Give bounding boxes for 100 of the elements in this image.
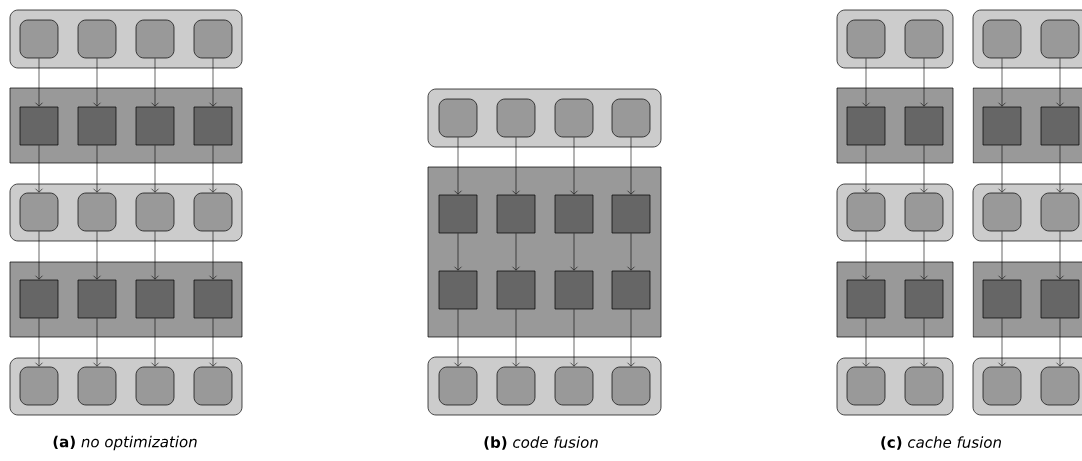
arrow (454, 137, 462, 195)
rounded-box (193, 192, 233, 232)
rounded-box (554, 366, 594, 406)
rounded-box (77, 366, 117, 406)
rounded-box (19, 366, 59, 406)
rounded-box (496, 366, 536, 406)
arrow (35, 318, 43, 367)
square-box (982, 279, 1022, 319)
arrow (627, 233, 635, 271)
square-box (904, 279, 944, 319)
arrow (151, 318, 159, 367)
arrow (93, 231, 101, 280)
square-box (496, 270, 536, 310)
rounded-box (1040, 366, 1080, 406)
arrow (1056, 231, 1064, 280)
arrow (209, 145, 217, 193)
arrow (151, 145, 159, 193)
square-box (1040, 279, 1080, 319)
rounded-box (19, 192, 59, 232)
rounded-box (1040, 192, 1080, 232)
arrow (151, 58, 159, 107)
arrow (1056, 145, 1064, 193)
arrow (862, 145, 870, 193)
rounded-box (846, 366, 886, 406)
arrow (627, 309, 635, 367)
arrow (998, 318, 1006, 367)
arrow (998, 145, 1006, 193)
caption: (c) cache fusion (881, 436, 1001, 450)
square-box (438, 194, 478, 234)
arrow (209, 231, 217, 280)
square-box (1040, 106, 1080, 146)
caption: (b) code fusion (484, 436, 598, 450)
arrow (998, 231, 1006, 280)
arrow (920, 58, 928, 107)
rounded-box (135, 19, 175, 59)
square-box (19, 279, 59, 319)
square-box (846, 106, 886, 146)
arrow (209, 58, 217, 107)
arrow (862, 318, 870, 367)
square-box (19, 106, 59, 146)
arrow (1056, 58, 1064, 107)
arrow (512, 233, 520, 271)
arrow (93, 145, 101, 193)
arrow (920, 318, 928, 367)
square-box (193, 279, 233, 319)
arrow (862, 58, 870, 107)
arrow (862, 231, 870, 280)
rounded-box (19, 19, 59, 59)
square-box (554, 194, 594, 234)
rounded-box (193, 366, 233, 406)
rounded-box (135, 192, 175, 232)
square-box (611, 194, 651, 234)
arrow (570, 137, 578, 195)
arrow (570, 309, 578, 367)
arrow (570, 233, 578, 271)
rounded-box (982, 192, 1022, 232)
square-box (496, 194, 536, 234)
arrow (454, 233, 462, 271)
rounded-box (611, 366, 651, 406)
square-box (611, 270, 651, 310)
rounded-box (1040, 19, 1080, 59)
arrow (998, 58, 1006, 107)
rounded-box (135, 366, 175, 406)
square-box (982, 106, 1022, 146)
arrow (512, 137, 520, 195)
square-box (77, 106, 117, 146)
arrow (454, 309, 462, 367)
rounded-box (438, 98, 478, 138)
rounded-box (193, 19, 233, 59)
rounded-box (611, 98, 651, 138)
rounded-box (982, 19, 1022, 59)
rounded-box (846, 19, 886, 59)
rounded-box (904, 19, 944, 59)
rounded-box (77, 192, 117, 232)
rounded-box (904, 366, 944, 406)
square-box (77, 279, 117, 319)
arrow (920, 231, 928, 280)
arrow (1056, 318, 1064, 367)
arrow (35, 58, 43, 107)
square-box (438, 270, 478, 310)
square-box (193, 106, 233, 146)
arrow (920, 145, 928, 193)
square-box (554, 270, 594, 310)
rounded-box (982, 366, 1022, 406)
rounded-box (554, 98, 594, 138)
arrow (35, 231, 43, 280)
arrow (627, 137, 635, 195)
square-box (135, 106, 175, 146)
arrow (151, 231, 159, 280)
caption: (a) no optimization (53, 435, 197, 451)
square-box (904, 106, 944, 146)
rounded-box (904, 192, 944, 232)
arrow (209, 318, 217, 367)
rounded-box (438, 366, 478, 406)
square-box (135, 279, 175, 319)
arrow (512, 309, 520, 367)
arrow (93, 318, 101, 367)
rounded-box (496, 98, 536, 138)
rounded-box (77, 19, 117, 59)
rounded-box (846, 192, 886, 232)
